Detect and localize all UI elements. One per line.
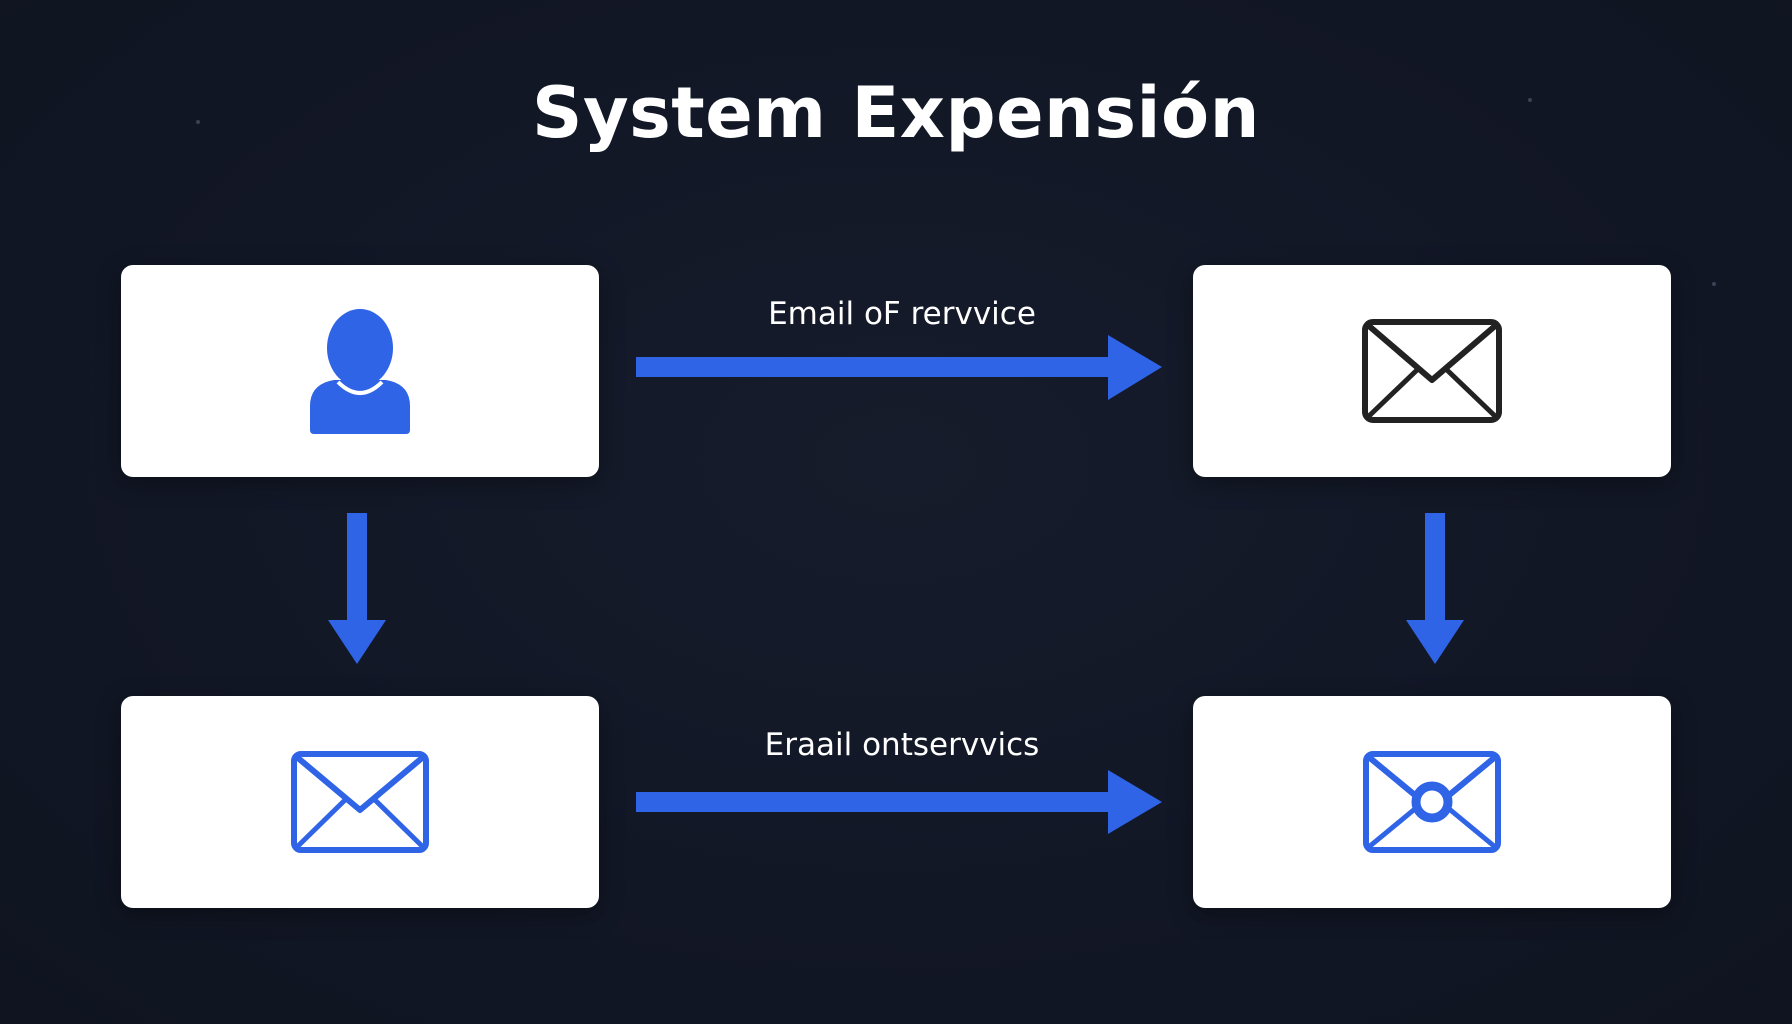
diagram-title: System Expensión bbox=[532, 72, 1260, 154]
node-email-processed bbox=[1193, 696, 1671, 908]
background-star bbox=[1528, 98, 1532, 102]
node-email bbox=[121, 696, 599, 908]
arrow-left-vertical bbox=[328, 513, 386, 664]
arrow-bottom-horizontal bbox=[636, 770, 1162, 834]
arrow-right-vertical bbox=[1406, 513, 1464, 664]
envelope-icon bbox=[291, 751, 429, 853]
envelope-icon bbox=[1362, 319, 1502, 423]
edge-label-bottom: Eraail ontservvics bbox=[764, 727, 1040, 763]
background-star bbox=[196, 120, 200, 124]
node-user bbox=[121, 265, 599, 477]
arrow-top-horizontal bbox=[636, 335, 1162, 400]
envelope-badge-icon bbox=[1363, 751, 1501, 853]
node-email-service bbox=[1193, 265, 1671, 477]
background-star bbox=[1712, 282, 1716, 286]
edge-label-top: Email oF rervvice bbox=[768, 296, 1036, 332]
user-icon bbox=[310, 309, 410, 434]
